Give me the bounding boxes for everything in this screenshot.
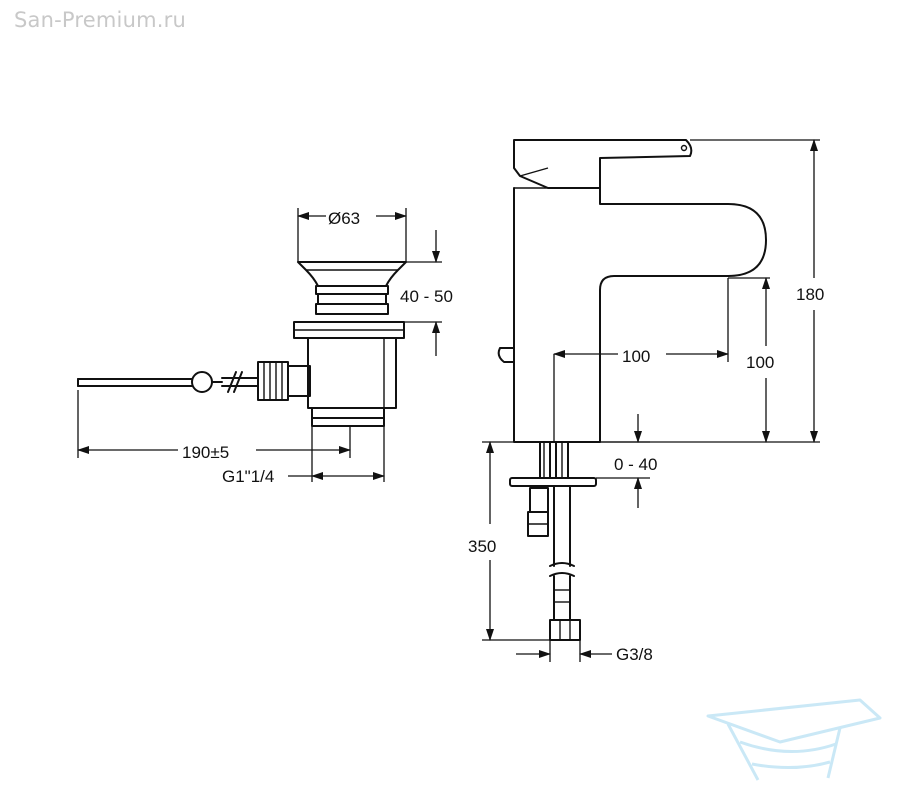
faucet-hose-length-label: 350	[468, 537, 496, 556]
drain-dimensions	[77, 208, 442, 482]
drain-rod-length-label: 190±5	[182, 443, 229, 462]
faucet-spout-reach-label: 100	[622, 347, 650, 366]
faucet-height-label: 180	[796, 285, 824, 304]
faucet-spout-height-label: 100	[746, 353, 774, 372]
drain-assembly	[77, 261, 407, 427]
drain-thread-label: G1"1/4	[222, 467, 274, 486]
bathtub-logo-icon	[706, 698, 882, 781]
drain-diameter-label: Ø63	[328, 209, 360, 228]
watermark-text: San-Premium.ru	[14, 8, 186, 32]
faucet-hose-thread-label: G3/8	[616, 645, 653, 664]
drain-height-range-label: 40 - 50	[400, 287, 453, 306]
faucet-deck-thickness-label: 0 - 40	[614, 455, 657, 474]
faucet-body	[497, 139, 767, 641]
faucet-dimensions	[482, 139, 820, 662]
